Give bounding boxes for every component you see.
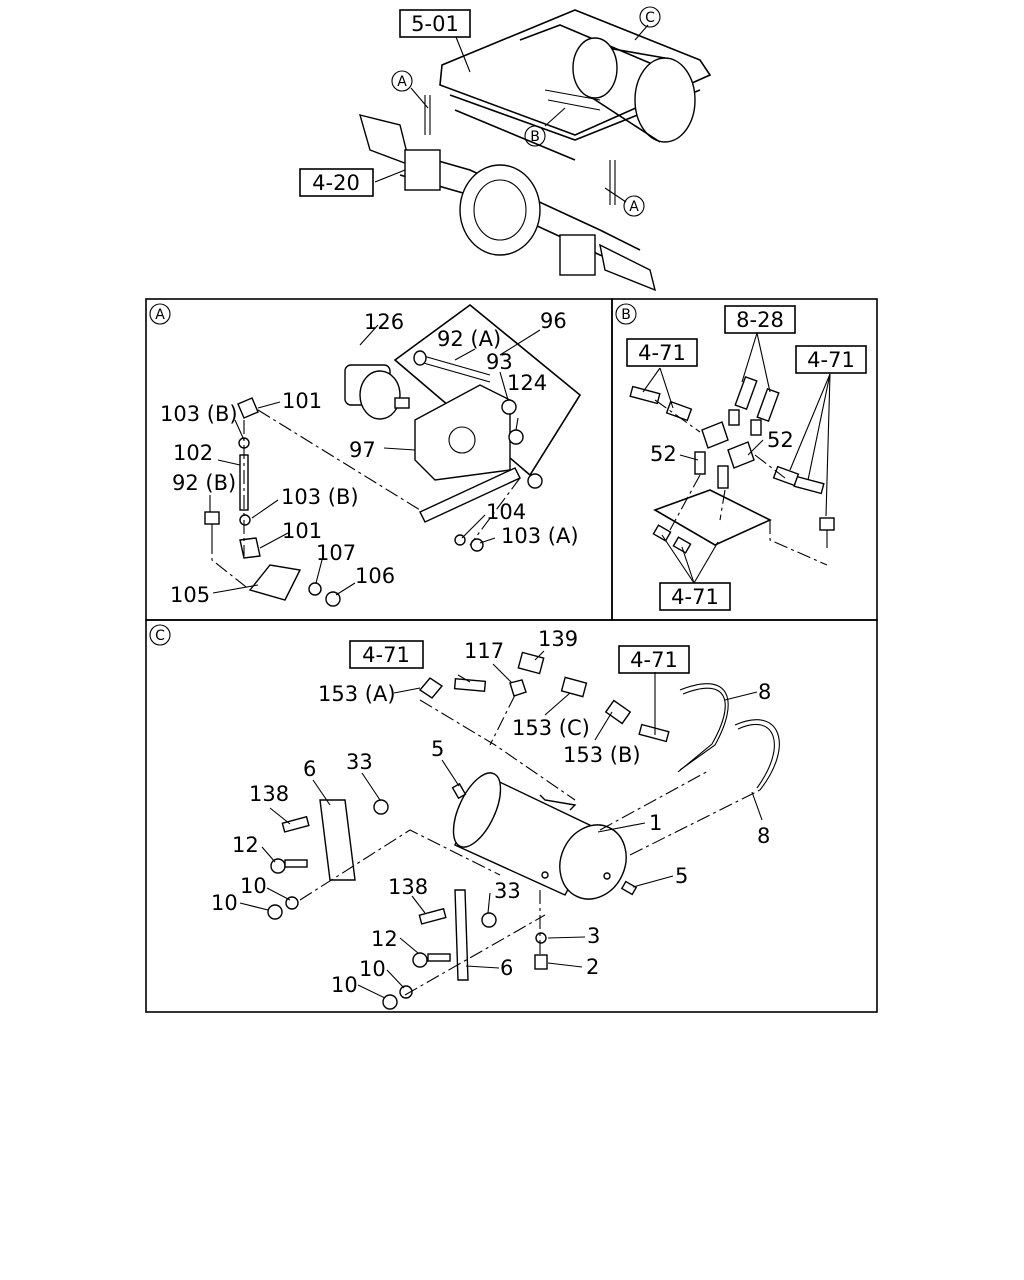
label-92a: 92 (A)	[437, 327, 501, 351]
panel-a-letter: A	[149, 303, 171, 325]
overview-ref-frame: 5-01	[399, 9, 471, 38]
label-8-bottom: 8	[757, 824, 770, 848]
label-96: 96	[540, 309, 567, 333]
overview-illustration	[358, 9, 712, 292]
panel-b-ref-471-left: 4-71	[626, 338, 698, 367]
label-5-top: 5	[431, 737, 444, 761]
overview-ref-axle: 4-20	[299, 168, 374, 197]
label-103b-mid: 103 (B)	[281, 485, 359, 509]
label-93: 93	[486, 350, 513, 374]
svg-text:4-20: 4-20	[312, 171, 360, 195]
panel-a-illustration	[204, 303, 582, 607]
overview-callout-b: B	[524, 125, 546, 147]
panel-b-ref-471-bottom: 4-71	[659, 582, 731, 611]
label-12-bottom: 12	[371, 927, 398, 951]
svg-text:5-01: 5-01	[411, 12, 459, 36]
overview-callout-a-right: A	[623, 195, 645, 217]
panel-c-labels: 117 139 153 (A) 8 153 (C) 153 (B) 5 6 33…	[211, 627, 771, 997]
label-10-c: 10	[359, 957, 386, 981]
label-3: 3	[587, 924, 600, 948]
label-101-mid: 101	[282, 519, 322, 543]
svg-text:B: B	[621, 307, 631, 323]
svg-text:C: C	[155, 628, 165, 644]
label-10-b: 10	[211, 891, 238, 915]
label-106: 106	[355, 564, 395, 588]
label-92b: 92 (B)	[172, 471, 236, 495]
label-102: 102	[173, 441, 213, 465]
svg-text:C: C	[645, 10, 655, 26]
label-105: 105	[170, 583, 210, 607]
label-103a: 103 (A)	[501, 524, 579, 548]
label-52-right: 52	[767, 428, 794, 452]
overview-callout-a-left: A	[391, 70, 413, 92]
label-124: 124	[507, 371, 547, 395]
panel-a-labels: 126 92 (A) 96 93 124 101 103 (B) 102 97 …	[160, 309, 579, 607]
svg-text:A: A	[629, 199, 639, 215]
panel-c-illustration	[239, 650, 780, 1010]
label-153b: 153 (B)	[563, 743, 641, 767]
panel-b-illustration	[629, 332, 835, 584]
label-107: 107	[316, 541, 356, 565]
panel-c-frame	[145, 619, 878, 1013]
label-1: 1	[649, 811, 662, 835]
panel-c-letter: C	[149, 624, 171, 646]
label-12-top: 12	[232, 833, 259, 857]
svg-text:B: B	[530, 129, 540, 145]
label-8-top: 8	[758, 680, 771, 704]
label-104: 104	[486, 500, 526, 524]
label-153a: 153 (A)	[318, 682, 396, 706]
label-2: 2	[586, 955, 599, 979]
label-153c: 153 (C)	[512, 716, 590, 740]
svg-text:4-71: 4-71	[638, 341, 686, 365]
label-97: 97	[349, 438, 376, 462]
overview-callout-c: C	[639, 6, 661, 28]
label-33-top: 33	[346, 750, 373, 774]
svg-text:4-71: 4-71	[671, 585, 719, 609]
label-138-top: 138	[249, 782, 289, 806]
label-10-a: 10	[240, 874, 267, 898]
label-103b-top: 103 (B)	[160, 402, 238, 426]
label-117: 117	[464, 639, 504, 663]
label-101-top: 101	[282, 389, 322, 413]
panel-c-ref-471-right: 4-71	[618, 645, 690, 674]
label-138-bottom: 138	[388, 875, 428, 899]
panel-b-ref-828: 8-28	[724, 305, 796, 334]
label-139: 139	[538, 627, 578, 651]
svg-text:4-71: 4-71	[807, 348, 855, 372]
svg-text:A: A	[155, 307, 165, 323]
label-6-top: 6	[303, 757, 316, 781]
svg-text:4-71: 4-71	[362, 643, 410, 667]
svg-text:A: A	[397, 74, 407, 90]
label-33-bottom: 33	[494, 879, 521, 903]
panel-c-ref-471-left: 4-71	[349, 640, 424, 669]
label-6-bottom: 6	[500, 956, 513, 980]
label-52-left: 52	[650, 442, 677, 466]
label-10-d: 10	[331, 973, 358, 997]
svg-text:8-28: 8-28	[736, 308, 784, 332]
label-5-bottom: 5	[675, 864, 688, 888]
panel-b-labels: 52 52	[650, 428, 794, 466]
panel-b-letter: B	[615, 303, 637, 325]
panel-b-ref-471-right: 4-71	[795, 345, 867, 374]
svg-text:4-71: 4-71	[630, 648, 678, 672]
label-126: 126	[364, 310, 404, 334]
